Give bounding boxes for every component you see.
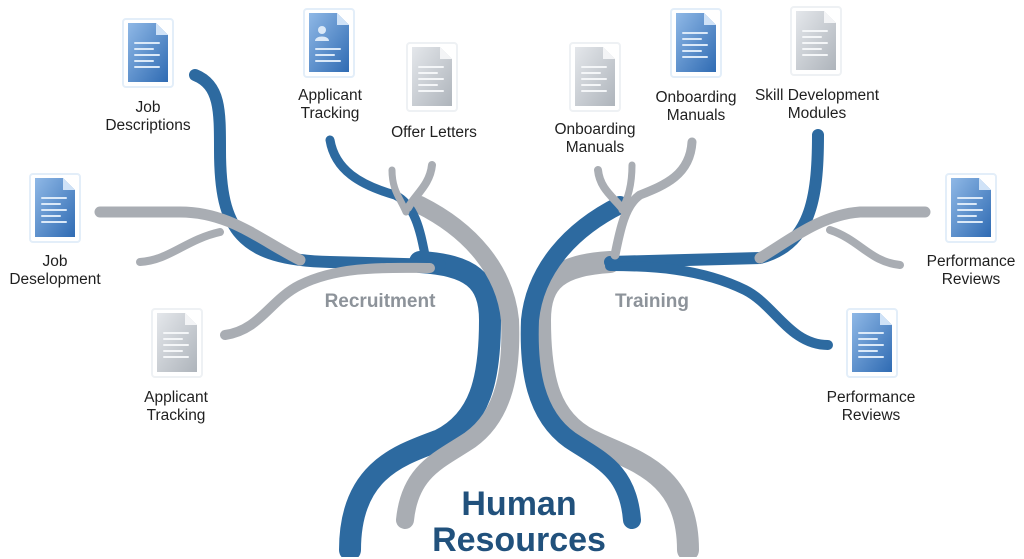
doc-icon-performance-reviews-top [945,173,997,243]
branch-label-recruitment: Recruitment [324,291,436,312]
doc-icon-job-deselopment [29,173,81,243]
branch-applicant-tracking-bottom [220,262,435,340]
document-icon [569,42,621,112]
left-trunk-blue [339,251,502,557]
doc-icon-performance-reviews-bottom [846,308,898,378]
document-icon [945,173,997,243]
branch-performance-reviews-top-twig [826,226,904,269]
branch-performance-reviews-bottom [605,261,833,350]
branch-onboarding-manuals-right-twig [618,161,636,214]
document-icon [29,173,81,243]
profile-document-icon [303,8,355,78]
doc-icon-applicant-tracking-top [303,8,355,78]
document-icon [790,6,842,76]
doc-icon-applicant-tracking-bottom [151,308,203,378]
branch-onboarding-manuals-right [610,137,697,260]
doc-icon-onboarding-manuals-left [569,42,621,112]
document-icon [122,18,174,88]
doc-icon-skill-development-modules [790,6,842,76]
branch-job-deselopment [94,206,306,266]
branch-performance-reviews-top [754,206,931,264]
document-icon [406,42,458,112]
title-line-1: Human [461,485,577,523]
branch-job-deselopment-twig [136,228,224,266]
branch-offer-letters-twig [388,166,410,216]
doc-icon-job-descriptions [122,18,174,88]
doc-icon-onboarding-manuals-right [670,8,722,78]
document-icon [670,8,722,78]
diagram-title: Human Resources [432,486,606,558]
branch-offer-letters [404,161,436,212]
branch-label-training: Training [615,291,689,312]
left-trunk-gray [396,196,520,529]
document-icon [846,308,898,378]
label-offer-letters: Offer Letters [391,124,477,141]
document-icon [151,308,203,378]
right-trunk-blue [520,196,641,529]
title-line-2: Resources [432,521,606,559]
right-trunk-gray [528,251,699,557]
doc-icon-offer-letters [406,42,458,112]
